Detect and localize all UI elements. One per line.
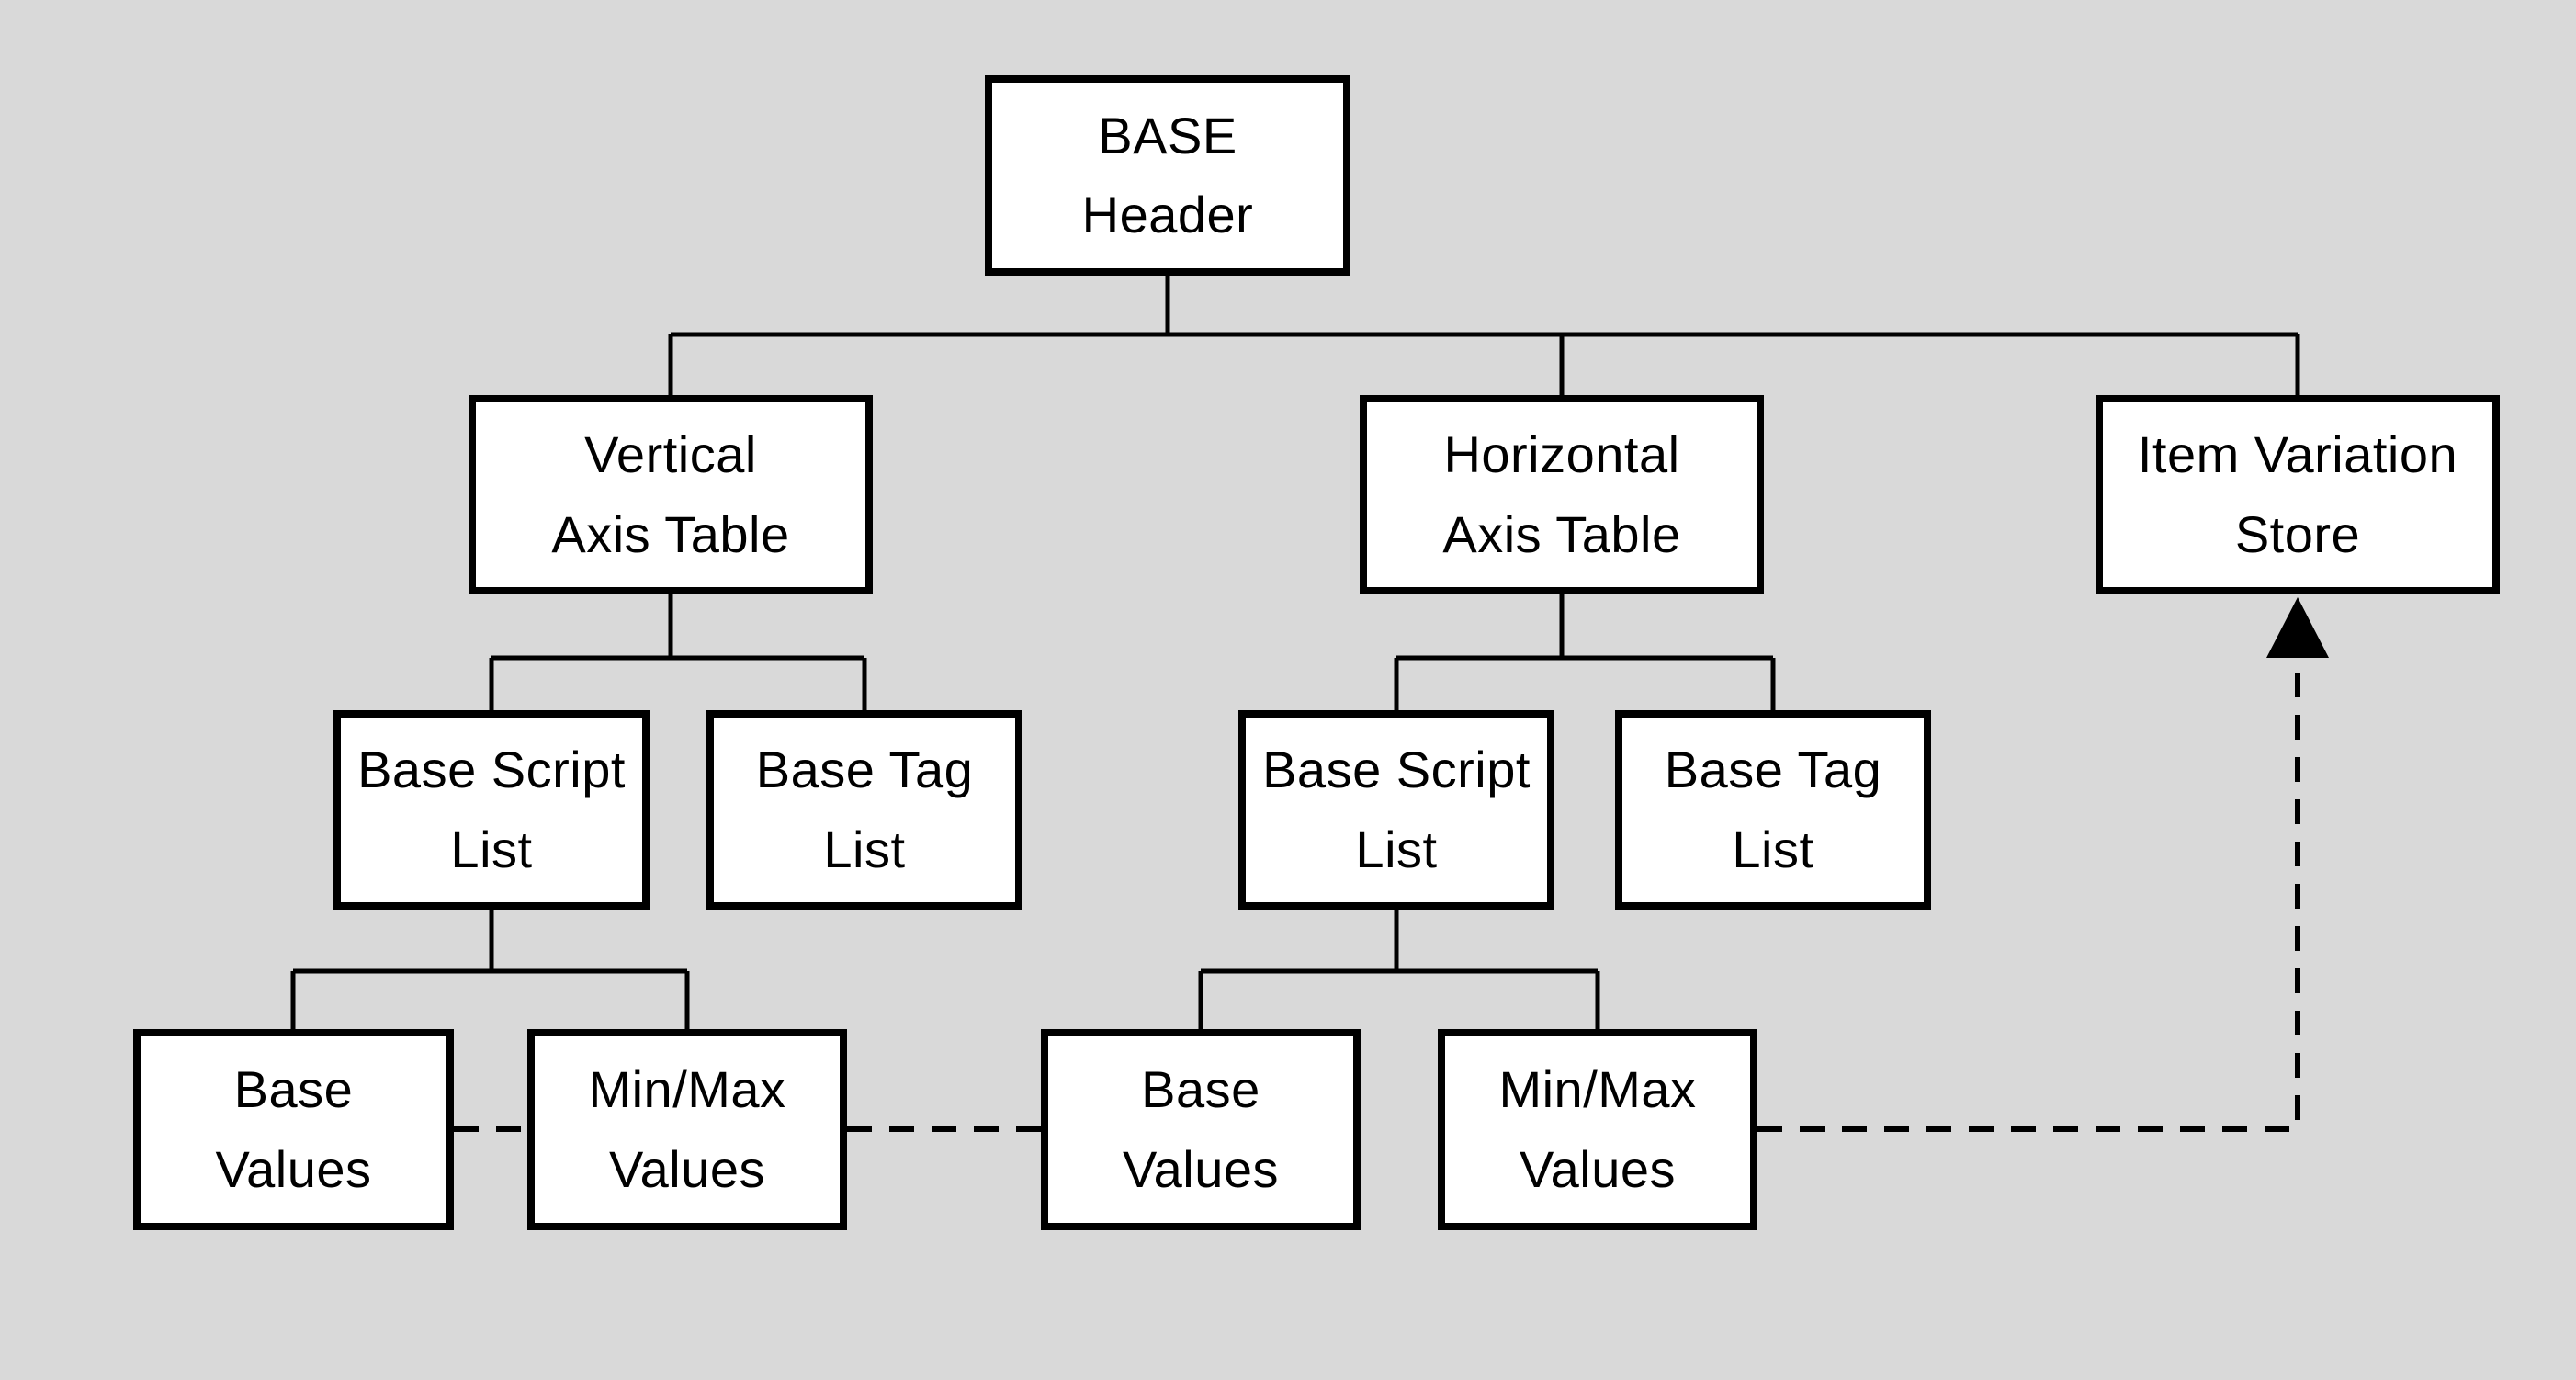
node-base-header: BASE Header xyxy=(985,75,1350,276)
bracket-horizontal-axis-children xyxy=(1394,594,1776,711)
dashed-link-to-item-variation-store xyxy=(1757,658,2300,1132)
node-item-variation-store: Item Variation Store xyxy=(2096,395,2500,594)
node-base-script-list-2: Base Script List xyxy=(1238,710,1554,910)
dashed-links xyxy=(454,658,2300,1132)
arrowhead-up-icon xyxy=(2266,597,2329,658)
bracket-script-list-2-children xyxy=(1198,909,1600,1030)
node-base-tag-list-2: Base Tag List xyxy=(1615,710,1931,910)
node-min-max-values-1: Min/Max Values xyxy=(527,1029,847,1230)
node-base-script-list-1: Base Script List xyxy=(333,710,650,910)
bracket-header-to-tables xyxy=(668,276,2300,395)
bracket-script-list-1-children xyxy=(290,909,690,1030)
node-base-values-1: Base Values xyxy=(133,1029,454,1230)
node-base-tag-list-1: Base Tag List xyxy=(706,710,1022,910)
node-horizontal-axis-table: Horizontal Axis Table xyxy=(1360,395,1764,594)
node-min-max-values-2: Min/Max Values xyxy=(1438,1029,1757,1230)
node-vertical-axis-table: Vertical Axis Table xyxy=(469,395,873,594)
node-base-values-2: Base Values xyxy=(1041,1029,1361,1230)
bracket-vertical-axis-children xyxy=(489,594,867,711)
